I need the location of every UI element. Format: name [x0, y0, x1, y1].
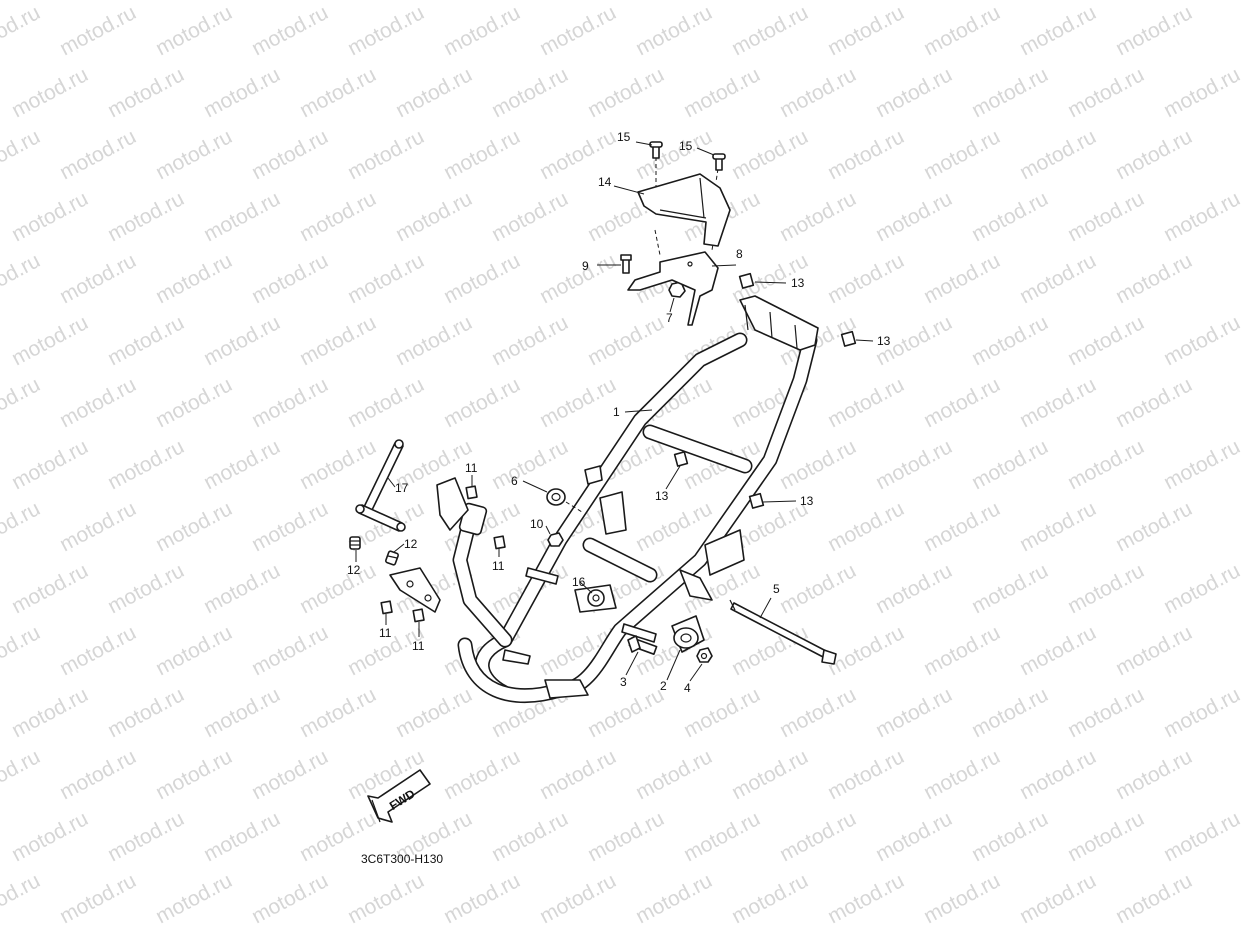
callout-13-d: 13: [800, 494, 814, 508]
callout-16: 16: [572, 575, 586, 589]
part-5-long-bolt: [729, 599, 837, 665]
callout-15-b: 15: [679, 139, 693, 153]
part-11-clips: [380, 485, 506, 623]
callout-13-c: 13: [655, 489, 669, 503]
part-9-bolt: [620, 254, 632, 274]
leader-lines: [355, 141, 874, 682]
part-3-bolt: [627, 635, 658, 656]
callout-12-a: 12: [404, 537, 418, 551]
callout-12-b: 12: [347, 563, 361, 577]
callout-5: 5: [773, 582, 780, 596]
callout-11-a: 11: [465, 461, 478, 475]
callout-13-b: 13: [877, 334, 891, 348]
callout-15-a: 15: [617, 130, 631, 144]
callout-8: 8: [736, 247, 743, 261]
part-2-mount-bracket: [671, 615, 705, 653]
callout-9: 9: [582, 259, 589, 273]
callout-11-d: 11: [412, 639, 425, 653]
callout-13-a: 13: [791, 276, 805, 290]
callout-14: 14: [598, 175, 612, 189]
callout-17: 17: [395, 481, 409, 495]
part-10-nut: [547, 532, 564, 547]
part-4-nut: [696, 647, 713, 663]
part-13-clips: [673, 272, 857, 509]
callout-3: 3: [620, 675, 627, 689]
callout-1: 1: [613, 405, 620, 419]
fwd-arrow: FWD: [367, 769, 431, 823]
callout-7: 7: [666, 311, 673, 325]
callout-labels: 1 2 3 4 5 6 7 8 9 10 11 11 11 11 12 12 1…: [347, 130, 891, 695]
callout-6: 6: [511, 474, 518, 488]
part-17-rod: [355, 439, 406, 532]
callout-2: 2: [660, 679, 667, 693]
part-15-bolts: [649, 141, 726, 171]
diagram-code: 3C6T300-H130: [361, 852, 444, 866]
part-6-damper: [546, 488, 583, 513]
callout-11-c: 11: [379, 626, 392, 640]
main-frame: [389, 295, 819, 704]
callout-11-b: 11: [492, 559, 505, 573]
part-14-carrier: [637, 150, 731, 247]
callout-10: 10: [530, 517, 544, 531]
part-12-grommets: [349, 536, 399, 566]
callout-4: 4: [684, 681, 691, 695]
